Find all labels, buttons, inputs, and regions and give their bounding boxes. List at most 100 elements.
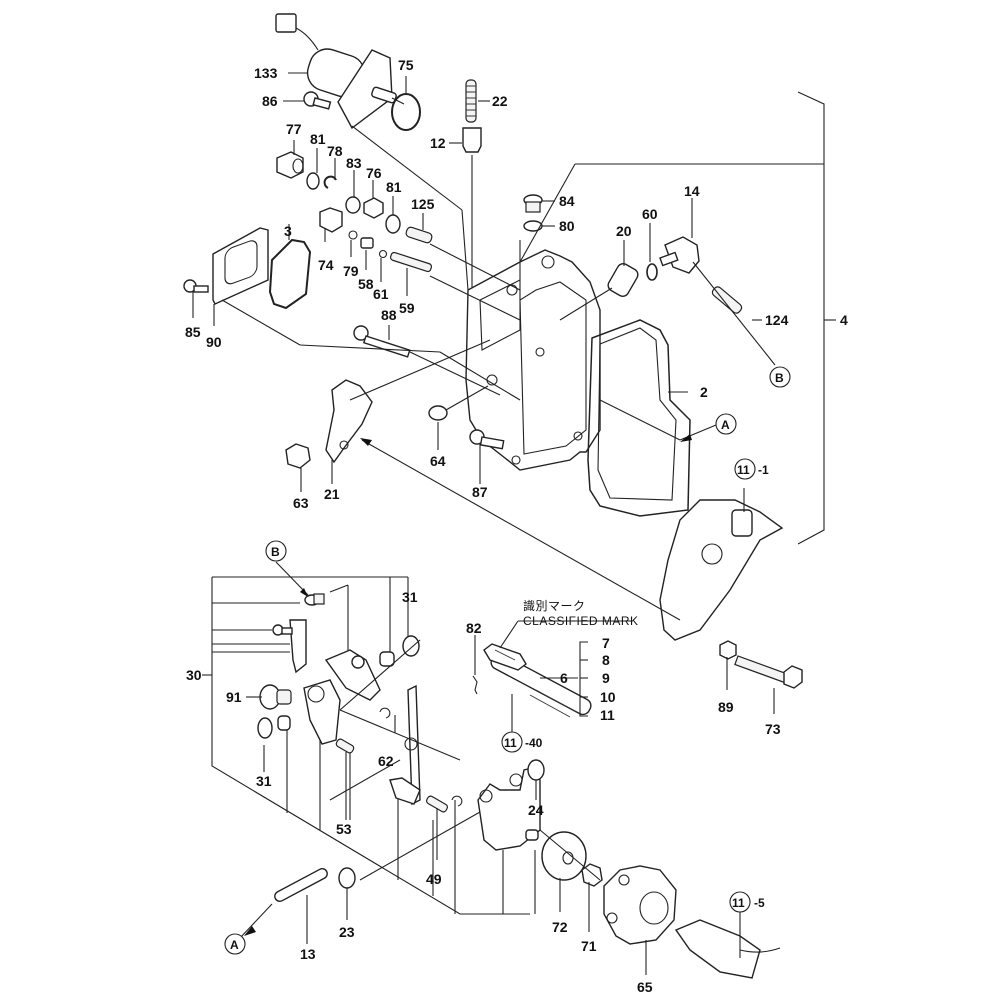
svg-text:B: B <box>775 371 784 385</box>
callout-14: 14 <box>684 183 700 199</box>
callout-76: 76 <box>366 165 382 181</box>
injection-pump-body-11-1 <box>659 499 784 641</box>
callout-83: 83 <box>346 155 362 171</box>
callout-87: 87 <box>472 484 488 500</box>
part-31-washer-lower <box>257 717 273 739</box>
part-21-lever <box>325 379 373 464</box>
part-133-stop-solenoid <box>275 13 405 130</box>
callout-71: 71 <box>581 938 597 954</box>
part-59-spring <box>389 251 433 273</box>
callout-59: 59 <box>399 300 415 316</box>
callout-22: 22 <box>492 93 508 109</box>
callout-labels-upper: 133 86 75 22 12 77 81 78 83 76 81 125 3 … <box>185 57 848 511</box>
part-24-washer <box>527 759 545 781</box>
callout-77: 77 <box>286 121 302 137</box>
callout-61: 61 <box>373 286 389 302</box>
svg-text:-40: -40 <box>525 736 543 750</box>
part-22-spring <box>465 79 477 123</box>
callout-11: 11 <box>600 707 615 723</box>
callout-62: 62 <box>378 753 394 769</box>
part-125-spring <box>405 226 433 244</box>
ref-marker-b-upper: B <box>769 366 791 388</box>
part-84-plug <box>523 194 543 213</box>
part-87-bolt <box>469 429 505 450</box>
part-75-o-ring <box>391 93 421 131</box>
callout-63: 63 <box>293 495 309 511</box>
ref-marker-a-lower: A <box>224 933 246 955</box>
part-91-plug <box>259 684 292 710</box>
part-90-cover-plate <box>212 227 269 305</box>
part-72-weight <box>541 831 587 881</box>
callout-12: 12 <box>430 135 446 151</box>
part-31-collar-lower <box>277 715 291 731</box>
callout-13: 13 <box>300 946 316 962</box>
part-pin-small <box>525 829 539 841</box>
part-76-nut <box>363 197 384 219</box>
governor-housing <box>465 249 601 471</box>
ref-marker-b-lower: B <box>265 540 287 562</box>
part-49-spring <box>425 795 449 813</box>
part-85-bolt <box>183 279 209 293</box>
callout-79: 79 <box>343 263 359 279</box>
callout-10: 10 <box>600 689 616 705</box>
part-80-washer <box>523 220 543 232</box>
part-20-sleeve <box>607 263 639 297</box>
callout-80: 80 <box>559 218 575 234</box>
callout-90: 90 <box>206 334 222 350</box>
part-60-o-ring <box>646 263 658 281</box>
part-stud-bolt <box>272 624 293 636</box>
group-30-bracket <box>202 576 536 915</box>
callout-20: 20 <box>616 223 632 239</box>
svg-text:11: 11 <box>732 896 745 910</box>
callout-64: 64 <box>430 453 446 469</box>
ref-b-plug <box>304 593 325 606</box>
callout-60: 60 <box>642 206 658 222</box>
leader-lines <box>192 72 836 621</box>
part-83-washer <box>345 196 361 214</box>
svg-text:-5: -5 <box>754 896 765 910</box>
part-53-spring <box>335 738 355 754</box>
callout-58: 58 <box>358 276 374 292</box>
part-79-o-ring <box>348 230 358 240</box>
part-63-flange-nut <box>285 443 311 469</box>
part-13-pin <box>274 868 328 902</box>
callout-86: 86 <box>262 93 278 109</box>
subassembly-ref-11-1: 11 -1 <box>734 458 769 480</box>
callout-125: 125 <box>411 196 435 212</box>
callout-6: 6 <box>560 670 568 686</box>
leader-lines-lower <box>239 561 775 975</box>
subassembly-ref-11-40: 11 -40 <box>501 731 543 753</box>
svg-text:A: A <box>721 418 730 432</box>
part-124-spring <box>692 261 776 366</box>
classified-mark-en: CLASSIFIED MARK <box>523 614 639 628</box>
callout-133: 133 <box>254 65 278 81</box>
callout-9: 9 <box>602 670 610 686</box>
callout-91: 91 <box>226 689 242 705</box>
callout-74: 74 <box>318 257 334 273</box>
classified-mark-jp: 識別マーク <box>523 599 586 613</box>
part-62-link-lever <box>379 684 421 806</box>
part-65-flyweight-holder <box>603 865 677 945</box>
part-78-clip <box>323 175 337 189</box>
callout-81-a: 81 <box>310 131 326 147</box>
callout-labels-lower: 31 30 91 31 62 53 82 6 7 8 9 10 11 89 73… <box>186 589 781 995</box>
callout-31-upper: 31 <box>402 589 418 605</box>
part-12-plug <box>462 127 482 290</box>
callout-3: 3 <box>284 223 292 239</box>
part-snap-ring <box>451 795 463 807</box>
camshaft-11-5 <box>674 919 781 979</box>
callout-53: 53 <box>336 821 352 837</box>
callout-2: 2 <box>700 384 708 400</box>
part-82-pin <box>472 675 478 695</box>
callout-65: 65 <box>637 979 653 995</box>
part-73-bolt <box>734 655 803 689</box>
part-77-cap-nut <box>276 151 304 179</box>
svg-text:11: 11 <box>504 736 517 750</box>
callout-73: 73 <box>765 721 781 737</box>
subassembly-ref-11-5: 11 -5 <box>729 891 765 913</box>
ref-marker-a-upper: A <box>715 413 737 435</box>
part-74-cap <box>319 207 343 233</box>
part-64-bushing <box>428 405 448 421</box>
svg-text:11: 11 <box>737 463 750 477</box>
